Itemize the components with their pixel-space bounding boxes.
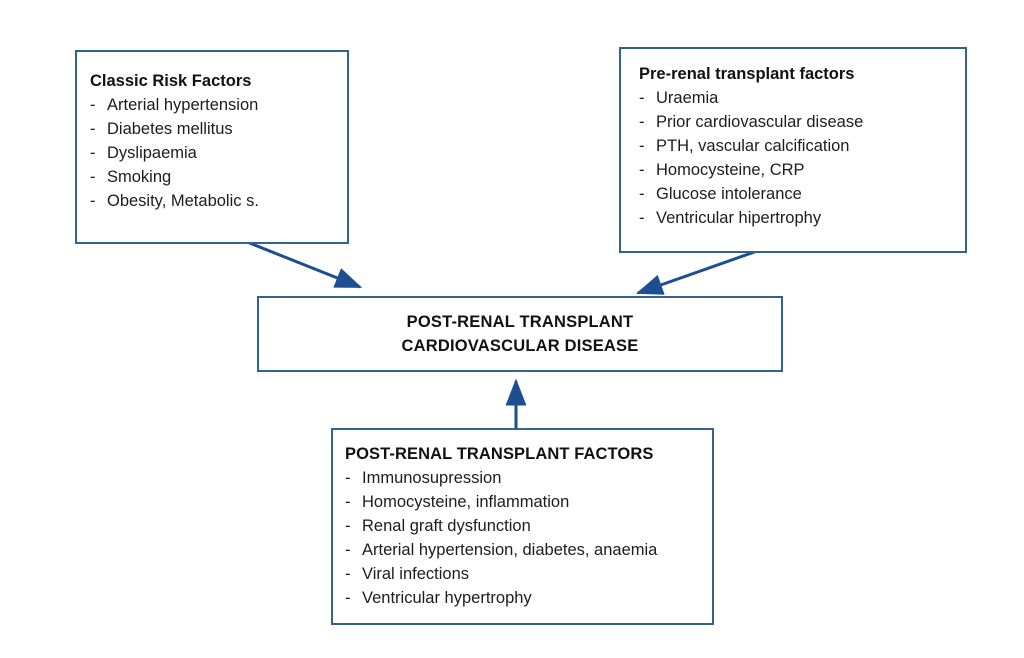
list-item-label: Smoking — [107, 168, 172, 186]
list-item: - Ventricular hypertrophy — [345, 586, 712, 610]
arrow-classic-risk-factors-to-cvd — [246, 240, 363, 289]
bullet-dash: - — [345, 469, 351, 487]
box-classic-risk-factors-content: Classic Risk Factors - Arterial hyperten… — [77, 52, 347, 213]
list-item: - Dyslipaemia — [90, 141, 347, 165]
list-item-label: Prior cardiovascular disease — [656, 113, 864, 131]
list-item-label: Renal graft dysfunction — [362, 517, 531, 535]
list-item-label: Homocysteine, CRP — [656, 161, 805, 179]
list-item-label: PTH, vascular calcification — [656, 137, 850, 155]
list-item-label: Diabetes mellitus — [107, 120, 233, 138]
bullet-dash: - — [90, 120, 96, 138]
list-item-label: Arterial hypertension — [107, 96, 259, 114]
box-pre-renal-transplant-factors-content: Pre-renal transplant factors - Uraemia -… — [621, 49, 965, 230]
list-item: - Smoking — [90, 165, 347, 189]
bullet-dash: - — [345, 589, 351, 607]
box-pre-renal-transplant-factors-title: Pre-renal transplant factors — [639, 65, 855, 83]
bullet-dash: - — [639, 185, 645, 203]
list-item-label: Homocysteine, inflammation — [362, 493, 570, 511]
bullet-dash: - — [639, 89, 645, 107]
list-item-label: Glucose intolerance — [656, 185, 802, 203]
bullet-dash: - — [639, 161, 645, 179]
list-item-label: Uraemia — [656, 89, 719, 107]
bullet-dash: - — [639, 209, 645, 227]
list-item: - Diabetes mellitus — [90, 117, 347, 141]
list-item: - Viral infections — [345, 562, 712, 586]
list-item: - Homocysteine, CRP — [639, 158, 965, 182]
box-post-renal-transplant-factors-title: POST-RENAL TRANSPLANT FACTORS — [345, 445, 654, 463]
list-item-label: Viral infections — [362, 565, 470, 583]
bullet-dash: - — [345, 565, 351, 583]
bullet-dash: - — [639, 113, 645, 131]
bullet-dash: - — [90, 192, 96, 210]
box-post-renal-transplant-factors-content: POST-RENAL TRANSPLANT FACTORS - Immunosu… — [333, 430, 712, 610]
box-post-renal-cvd-title-line2: CARDIOVASCULAR DISEASE — [401, 337, 639, 355]
list-item: - PTH, vascular calcification — [639, 134, 965, 158]
list-item: - Obesity, Metabolic s. — [90, 189, 347, 213]
list-item: - Ventricular hipertrophy — [639, 206, 965, 230]
bullet-dash: - — [345, 517, 351, 535]
list-item-label: Immunosupression — [362, 469, 502, 487]
box-post-renal-cvd-title: POST-RENAL TRANSPLANT CARDIOVASCULAR DIS… — [402, 310, 639, 358]
list-item: - Prior cardiovascular disease — [639, 110, 965, 134]
box-post-renal-transplant-factors-list: - Immunosupression - Homocysteine, infla… — [345, 466, 712, 610]
list-item-label: Ventricular hypertrophy — [362, 589, 532, 607]
bullet-dash: - — [345, 541, 351, 559]
box-post-renal-transplant-factors: POST-RENAL TRANSPLANT FACTORS - Immunosu… — [331, 428, 714, 625]
bullet-dash: - — [639, 137, 645, 155]
list-item: - Renal graft dysfunction — [345, 514, 712, 538]
list-item: - Glucose intolerance — [639, 182, 965, 206]
box-pre-renal-transplant-factors: Pre-renal transplant factors - Uraemia -… — [619, 47, 967, 253]
list-item: - Uraemia — [639, 86, 965, 110]
list-item: - Homocysteine, inflammation — [345, 490, 712, 514]
bullet-dash: - — [90, 96, 96, 114]
list-item-label: Ventricular hipertrophy — [656, 209, 822, 227]
bullet-dash: - — [90, 168, 96, 186]
list-item: - Arterial hypertension — [90, 93, 347, 117]
box-classic-risk-factors: Classic Risk Factors - Arterial hyperten… — [75, 50, 349, 244]
box-post-renal-transplant-cardiovascular-disease: POST-RENAL TRANSPLANT CARDIOVASCULAR DIS… — [257, 296, 783, 372]
bullet-dash: - — [90, 144, 96, 162]
list-item-label: Dyslipaemia — [107, 144, 197, 162]
list-item: - Immunosupression — [345, 466, 712, 490]
bullet-dash: - — [345, 493, 351, 511]
list-item: - Arterial hypertension, diabetes, anaem… — [345, 538, 712, 562]
box-post-renal-cvd-title-line1: POST-RENAL TRANSPLANT — [406, 313, 634, 331]
box-pre-renal-transplant-factors-list: - Uraemia - Prior cardiovascular disease… — [639, 86, 965, 230]
list-item-label: Obesity, Metabolic s. — [107, 192, 259, 210]
list-item-label: Arterial hypertension, diabetes, anaemia — [362, 541, 658, 559]
box-classic-risk-factors-list: - Arterial hypertension - Diabetes melli… — [90, 93, 347, 213]
arrow-pre-renal-factors-to-cvd — [635, 248, 761, 295]
box-classic-risk-factors-title: Classic Risk Factors — [90, 72, 252, 90]
